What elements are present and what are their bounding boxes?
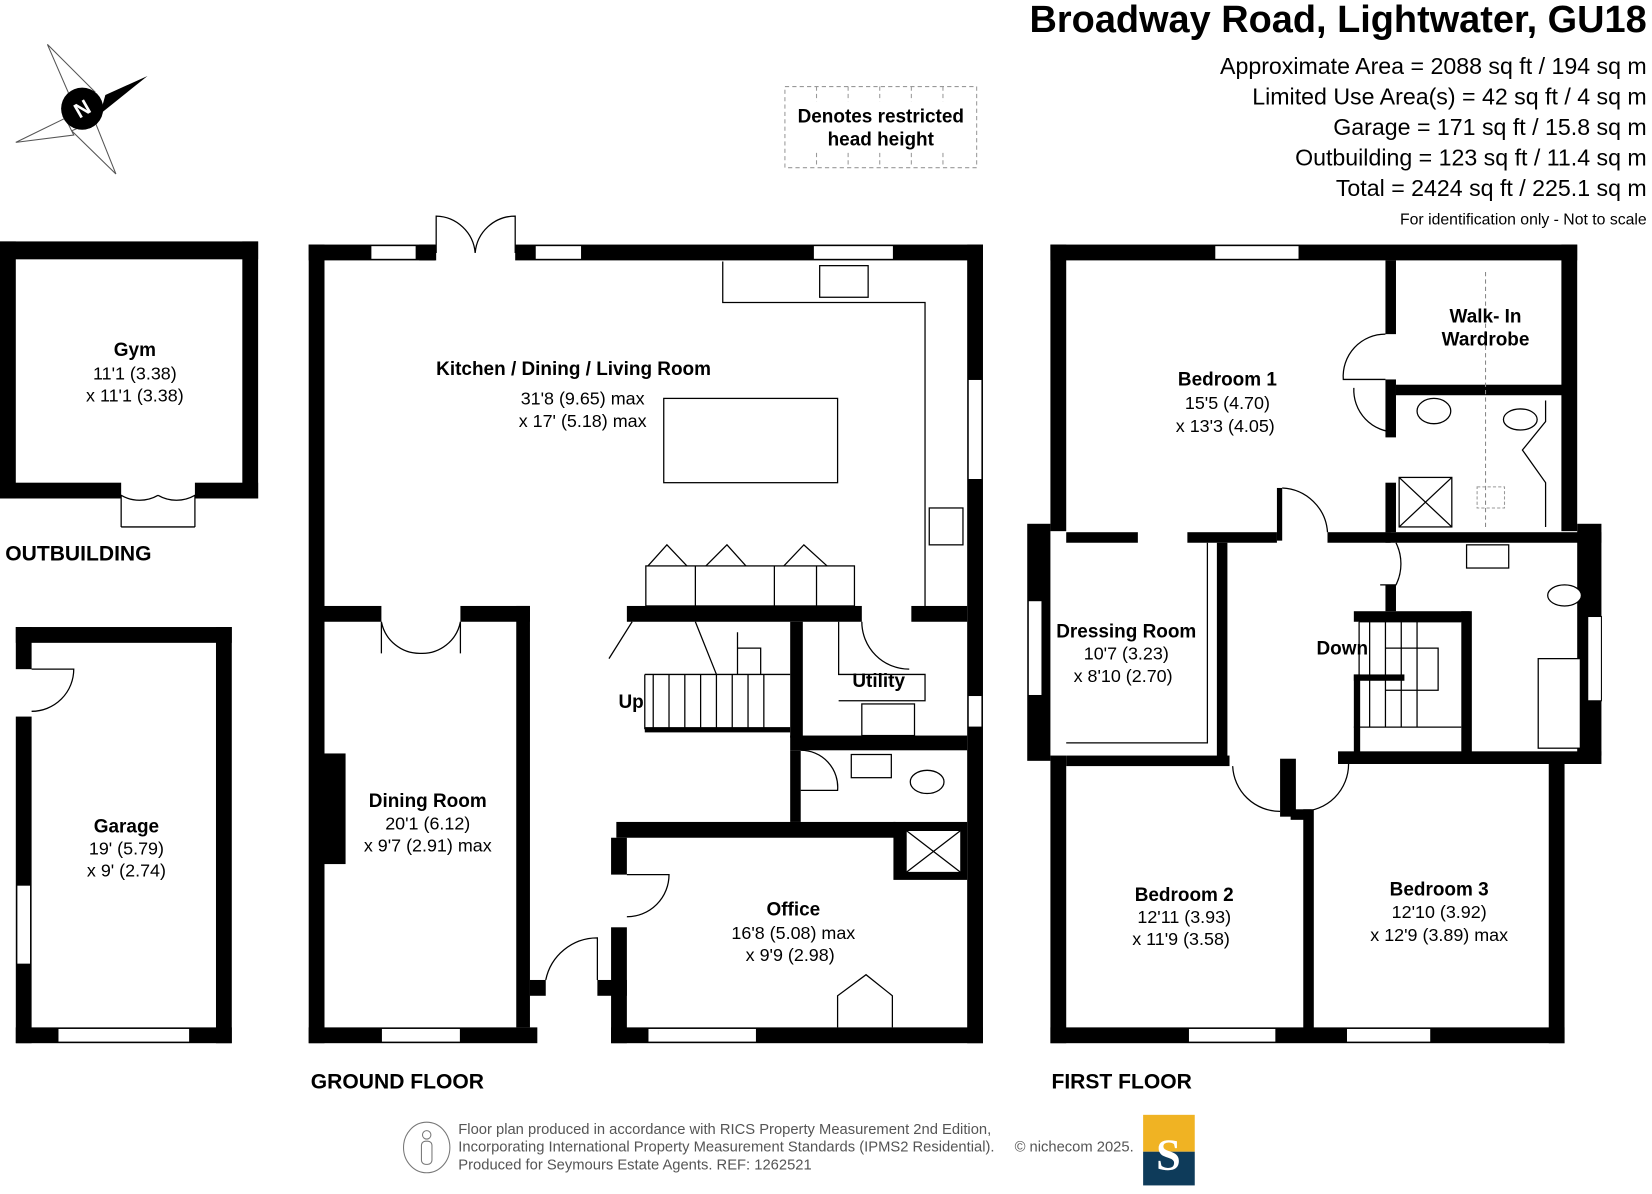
first-floor-label: FIRST FLOOR (1051, 1070, 1191, 1093)
svg-text:x 13'3 (4.05): x 13'3 (4.05) (1176, 416, 1275, 436)
property-title: Broadway Road, Lightwater, GU18 (1030, 0, 1647, 41)
french-door-icon (435, 215, 516, 254)
svg-text:x 11'1 (3.38): x 11'1 (3.38) (86, 386, 184, 406)
ground-floor-label: GROUND FLOOR (311, 1070, 484, 1093)
svg-text:19' (5.79): 19' (5.79) (89, 839, 164, 859)
area-limited-use: Limited Use Area(s) = 42 sq ft / 4 sq m (1252, 83, 1646, 109)
footer-line-1: Floor plan produced in accordance with R… (458, 1122, 991, 1138)
basin-icon (1416, 397, 1452, 425)
room-name-gym: Gym (114, 340, 156, 361)
svg-text:10'7 (3.23): 10'7 (3.23) (1084, 644, 1169, 664)
sink-icon (819, 265, 869, 298)
svg-text:12'11 (3.93): 12'11 (3.93) (1137, 907, 1231, 927)
person-icon (402, 1121, 451, 1174)
room-name-utility: Utility (852, 671, 905, 692)
stairs-up-label: Up (618, 692, 643, 713)
svg-text:x 9' (2.74): x 9' (2.74) (87, 861, 166, 881)
room-name-bedroom-1: Bedroom 1 (1178, 370, 1277, 391)
svg-text:15'5 (4.70): 15'5 (4.70) (1185, 393, 1270, 413)
room-name-bedroom-3: Bedroom 3 (1390, 880, 1489, 901)
staircase-up (608, 621, 791, 730)
french-door-icon (380, 621, 462, 655)
room-name-dining: Dining Room (369, 791, 487, 812)
toilet-icon (1547, 584, 1583, 607)
door-icon (31, 668, 75, 712)
outbuilding-plan: Gym 11'1 (3.38) x 11'1 (3.38) OUTBUILDIN… (0, 241, 259, 566)
area-outbuilding: Outbuilding = 123 sq ft / 11.4 sq m (1295, 145, 1647, 171)
svg-text:x 9'7 (2.91) max: x 9'7 (2.91) max (364, 835, 492, 855)
disclaimer: For identification only - Not to scale (1400, 212, 1647, 229)
svg-text:16'8 (5.08) max: 16'8 (5.08) max (731, 923, 855, 943)
outbuilding-label: OUTBUILDING (5, 543, 151, 566)
ground-floor-plan: Up Utility Kitchen / Dining / Living Roo… (308, 215, 983, 1093)
svg-text:20'1 (6.12): 20'1 (6.12) (385, 813, 470, 833)
double-door-icon (120, 494, 196, 528)
seymours-logo: S (1143, 1114, 1195, 1186)
footer-line-3: Produced for Seymours Estate Agents. REF… (458, 1158, 811, 1174)
footer-line-2: Incorporating International Property Mea… (458, 1140, 994, 1156)
stairs-down-label: Down (1316, 638, 1368, 659)
area-total: Total = 2424 sq ft / 225.1 sq m (1336, 175, 1647, 201)
copyright: © nichecom 2025. (1015, 1140, 1134, 1156)
staircase-down (1353, 621, 1462, 759)
room-name-dressing-room: Dressing Room (1056, 622, 1196, 643)
svg-text:11'1 (3.38): 11'1 (3.38) (93, 363, 177, 383)
svg-text:x 8'10 (2.70): x 8'10 (2.70) (1074, 666, 1173, 686)
restricted-height-legend: Denotes restricted head height (784, 86, 978, 169)
hob-icon (928, 507, 964, 546)
compass-icon: N (15, 44, 148, 175)
bath-icon (1537, 658, 1581, 749)
legend-line-2: head height (828, 130, 935, 151)
room-name-walk-in-wardrobe: Walk- In (1450, 307, 1522, 328)
svg-text:S: S (1156, 1131, 1181, 1180)
front-door-icon (545, 937, 599, 981)
room-name-garage: Garage (94, 816, 159, 837)
basin-icon (850, 753, 892, 779)
area-approximate: Approximate Area = 2088 sq ft / 194 sq m (1220, 53, 1647, 79)
svg-text:x 11'9 (3.58): x 11'9 (3.58) (1132, 929, 1230, 949)
toilet-icon (909, 769, 945, 795)
svg-text:x 12'9 (3.89) max: x 12'9 (3.89) max (1370, 925, 1508, 945)
basin-icon (1465, 544, 1510, 569)
room-name-office: Office (766, 900, 820, 921)
svg-text:Wardrobe: Wardrobe (1442, 330, 1530, 351)
footer: Floor plan produced in accordance with R… (402, 1114, 1195, 1186)
room-name-bedroom-2: Bedroom 2 (1135, 885, 1234, 906)
kitchen-island (663, 397, 839, 484)
first-floor-plan: Down Bedroom 1 15'5 (4.70) x 13'3 (4.05)… (1027, 244, 1602, 1093)
svg-text:31'8 (9.65) max: 31'8 (9.65) max (521, 389, 645, 409)
svg-text:x 9'9 (2.98): x 9'9 (2.98) (746, 945, 835, 965)
room-name-kitchen: Kitchen / Dining / Living Room (436, 359, 711, 380)
svg-text:x 17' (5.18) max: x 17' (5.18) max (519, 411, 647, 431)
garage-plan: Garage 19' (5.79) x 9' (2.74) (15, 627, 232, 1044)
area-garage: Garage = 171 sq ft / 15.8 sq m (1333, 114, 1646, 140)
legend-line-1: Denotes restricted (798, 106, 964, 127)
toilet-icon (1502, 408, 1538, 431)
svg-text:12'10 (3.92): 12'10 (3.92) (1392, 902, 1487, 922)
utility-sink-icon (861, 703, 916, 737)
